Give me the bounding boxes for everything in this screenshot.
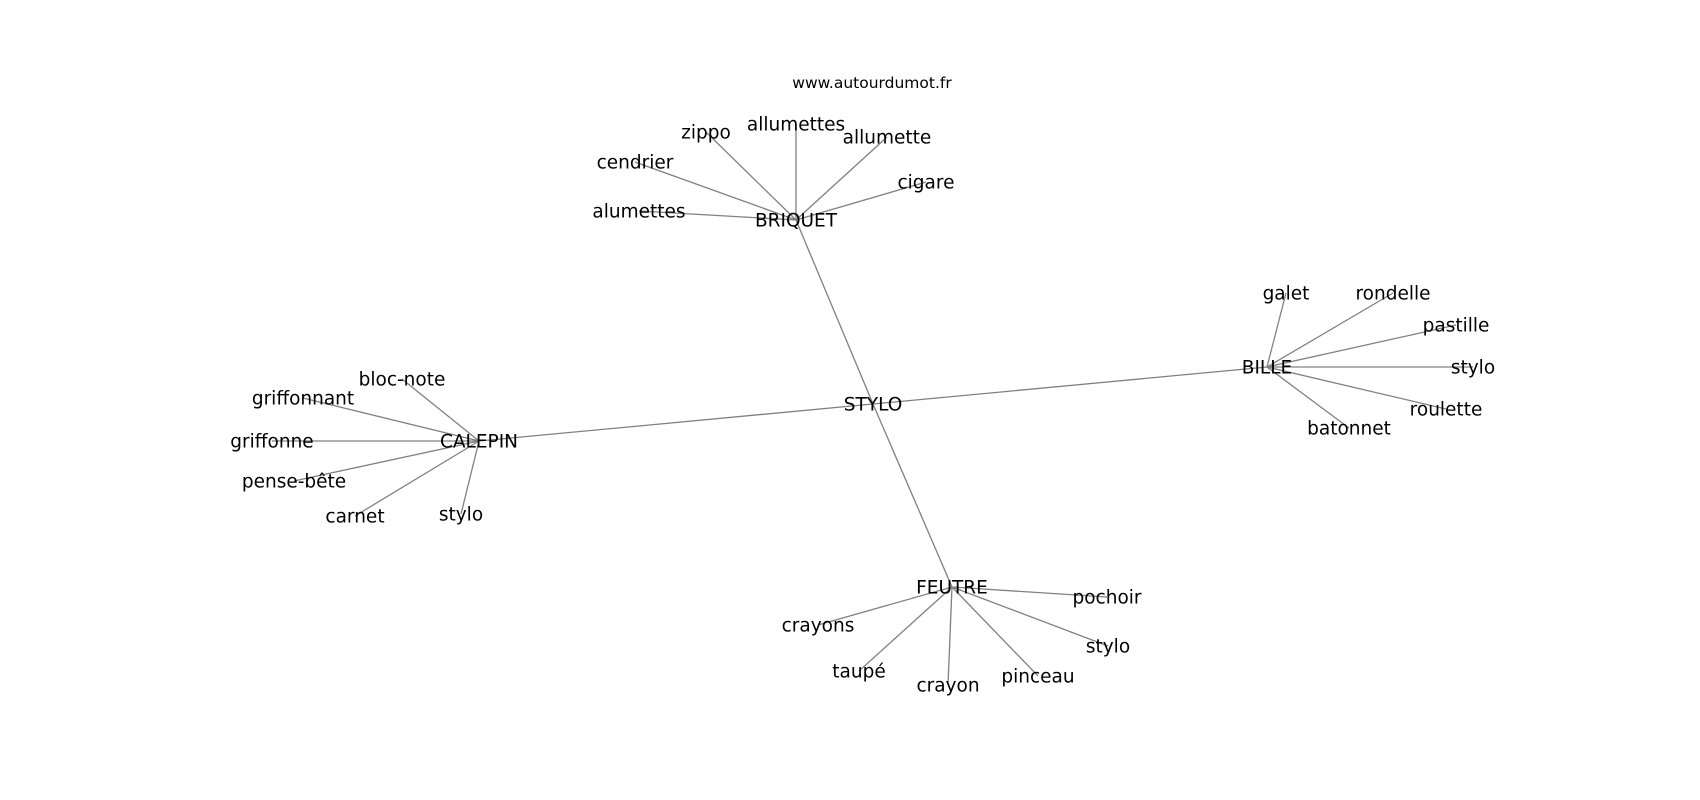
leaf-node-stylo: stylo <box>439 505 483 526</box>
leaf-node-pense-bete: pense-bête <box>242 472 346 493</box>
edge-stylo-briquet <box>795 219 874 405</box>
leaf-node-pinceau: pinceau <box>1001 667 1074 688</box>
edge-calepin-pense-bete <box>293 440 480 482</box>
edge-feutre-crayon <box>947 586 953 686</box>
leaf-node-allumettes: allumettes <box>747 115 845 136</box>
edge-bille-galet <box>1266 292 1287 368</box>
edge-briquet-cendrier <box>634 161 797 221</box>
leaf-node-griffonnant: griffonnant <box>252 389 354 410</box>
root-node-stylo: STYLO <box>844 395 903 416</box>
leaf-node-crayons: crayons <box>782 616 855 637</box>
leaf-node-pochoir: pochoir <box>1072 588 1141 609</box>
edge-feutre-stylo <box>951 586 1109 647</box>
leaf-node-griffonne: griffonne <box>230 432 313 453</box>
edge-bille-batonnet <box>1266 366 1350 429</box>
leaf-node-cigare: cigare <box>898 173 955 194</box>
edge-briquet-allumette <box>795 136 888 221</box>
leaf-node-stylo: stylo <box>1451 358 1495 379</box>
source-website-label: www.autourdumot.fr <box>792 74 952 92</box>
leaf-node-allumette: allumette <box>843 128 932 149</box>
hub-node-bille: BILLE <box>1242 358 1292 379</box>
edge-stylo-calepin <box>478 403 874 442</box>
leaf-node-crayon: crayon <box>916 676 979 697</box>
hub-node-briquet: BRIQUET <box>755 211 838 232</box>
edge-bille-rondelle <box>1266 292 1394 368</box>
leaf-node-taupe: taupé <box>832 662 885 683</box>
edge-bille-pastille <box>1266 324 1457 368</box>
leaf-node-galet: galet <box>1263 284 1310 305</box>
leaf-node-rondelle: rondelle <box>1355 284 1430 305</box>
edge-calepin-griffonnant <box>302 397 480 442</box>
hub-node-calepin: CALEPIN <box>440 432 518 453</box>
leaf-node-batonnet: batonnet <box>1307 419 1391 440</box>
leaf-node-pastille: pastille <box>1423 316 1490 337</box>
edge-bille-roulette <box>1266 366 1447 410</box>
edge-calepin-bloc-note <box>401 378 480 442</box>
edge-calepin-carnet <box>354 440 480 517</box>
edge-feutre-pochoir <box>951 586 1108 598</box>
edges-layer <box>272 124 1473 686</box>
edge-stylo-bille <box>872 366 1268 405</box>
edge-calepin-stylo <box>460 440 480 515</box>
edge-briquet-cigare <box>795 181 927 221</box>
leaf-node-bloc-note: bloc-note <box>359 370 446 391</box>
edge-feutre-pinceau <box>951 586 1039 677</box>
leaf-node-cendrier: cendrier <box>597 153 674 174</box>
edge-stylo-feutre <box>872 403 953 588</box>
leaf-node-alumettes: alumettes <box>592 202 685 223</box>
leaf-node-roulette: roulette <box>1410 400 1483 421</box>
edge-feutre-taupe <box>858 586 953 672</box>
edge-briquet-zippo <box>705 131 797 221</box>
hub-node-feutre: FEUTRE <box>916 578 988 599</box>
edge-briquet-alumettes <box>638 210 797 221</box>
leaf-node-zippo: zippo <box>681 123 731 144</box>
edge-feutre-crayons <box>817 586 953 626</box>
leaf-node-carnet: carnet <box>325 507 384 528</box>
leaf-node-stylo: stylo <box>1086 637 1130 658</box>
